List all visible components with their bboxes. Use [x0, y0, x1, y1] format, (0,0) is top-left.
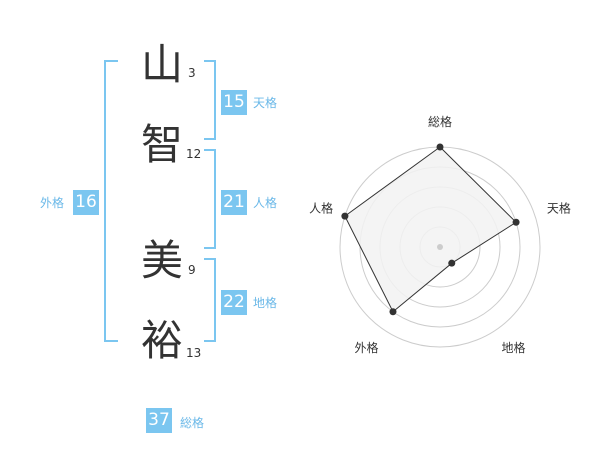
name-char-2: 智 — [141, 120, 184, 169]
radar-point-1 — [436, 143, 444, 151]
stroke-count-4: 13 — [186, 346, 202, 360]
tenkaku-label: 天格 — [253, 96, 278, 110]
radar-point-5 — [341, 212, 349, 220]
stroke-count-2: 12 — [186, 147, 202, 161]
radar-axis-label-1: 総格 — [428, 114, 452, 129]
stroke-count-1: 3 — [188, 66, 196, 80]
radar-axis-label-3: 地格 — [501, 340, 525, 355]
radar-polygon — [344, 146, 517, 313]
radar-axis-label-4: 外格 — [354, 340, 378, 355]
jinkaku-bracket — [204, 149, 216, 249]
gaikaku-value: 16 — [73, 190, 99, 215]
jinkaku-label: 人格 — [253, 196, 278, 210]
radar-point-3 — [448, 259, 456, 267]
radar-point-2 — [512, 218, 520, 226]
name-char-4: 裕 — [141, 316, 184, 365]
chikaku-value: 22 — [221, 290, 247, 315]
radar-axis-label-5: 人格 — [309, 200, 333, 215]
chikaku-label: 地格 — [253, 296, 278, 310]
gaikaku-bracket — [104, 60, 118, 342]
radar-point-4 — [389, 308, 397, 316]
soukaku-value: 37 — [146, 408, 172, 433]
tenkaku-value: 15 — [221, 90, 247, 115]
name-char-3: 美 — [141, 236, 184, 285]
soukaku-label: 総格 — [180, 416, 205, 430]
name-char-1: 山 — [141, 40, 184, 89]
jinkaku-value: 21 — [221, 190, 247, 215]
stroke-count-3: 9 — [188, 263, 196, 277]
tenkaku-bracket — [204, 60, 216, 140]
gaikaku-label: 外格 — [40, 196, 65, 210]
radar-center-dot — [437, 244, 443, 250]
radar-axis-label-2: 天格 — [547, 200, 571, 215]
chikaku-bracket — [204, 258, 216, 342]
